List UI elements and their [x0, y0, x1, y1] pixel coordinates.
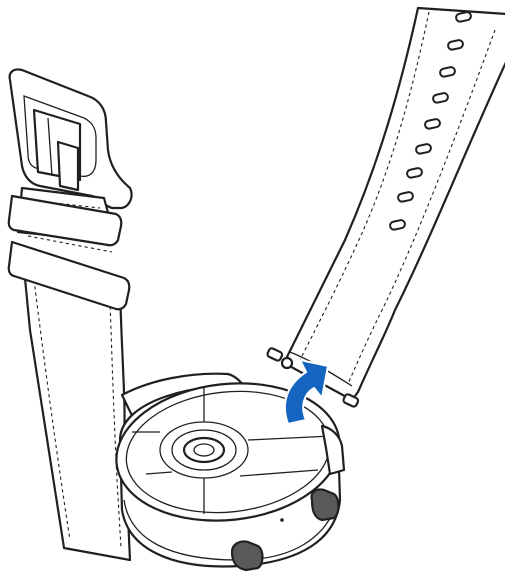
- watch-body: [110, 373, 347, 570]
- detached-strap-piece: [267, 8, 505, 407]
- attached-strap-with-buckle: [9, 69, 132, 560]
